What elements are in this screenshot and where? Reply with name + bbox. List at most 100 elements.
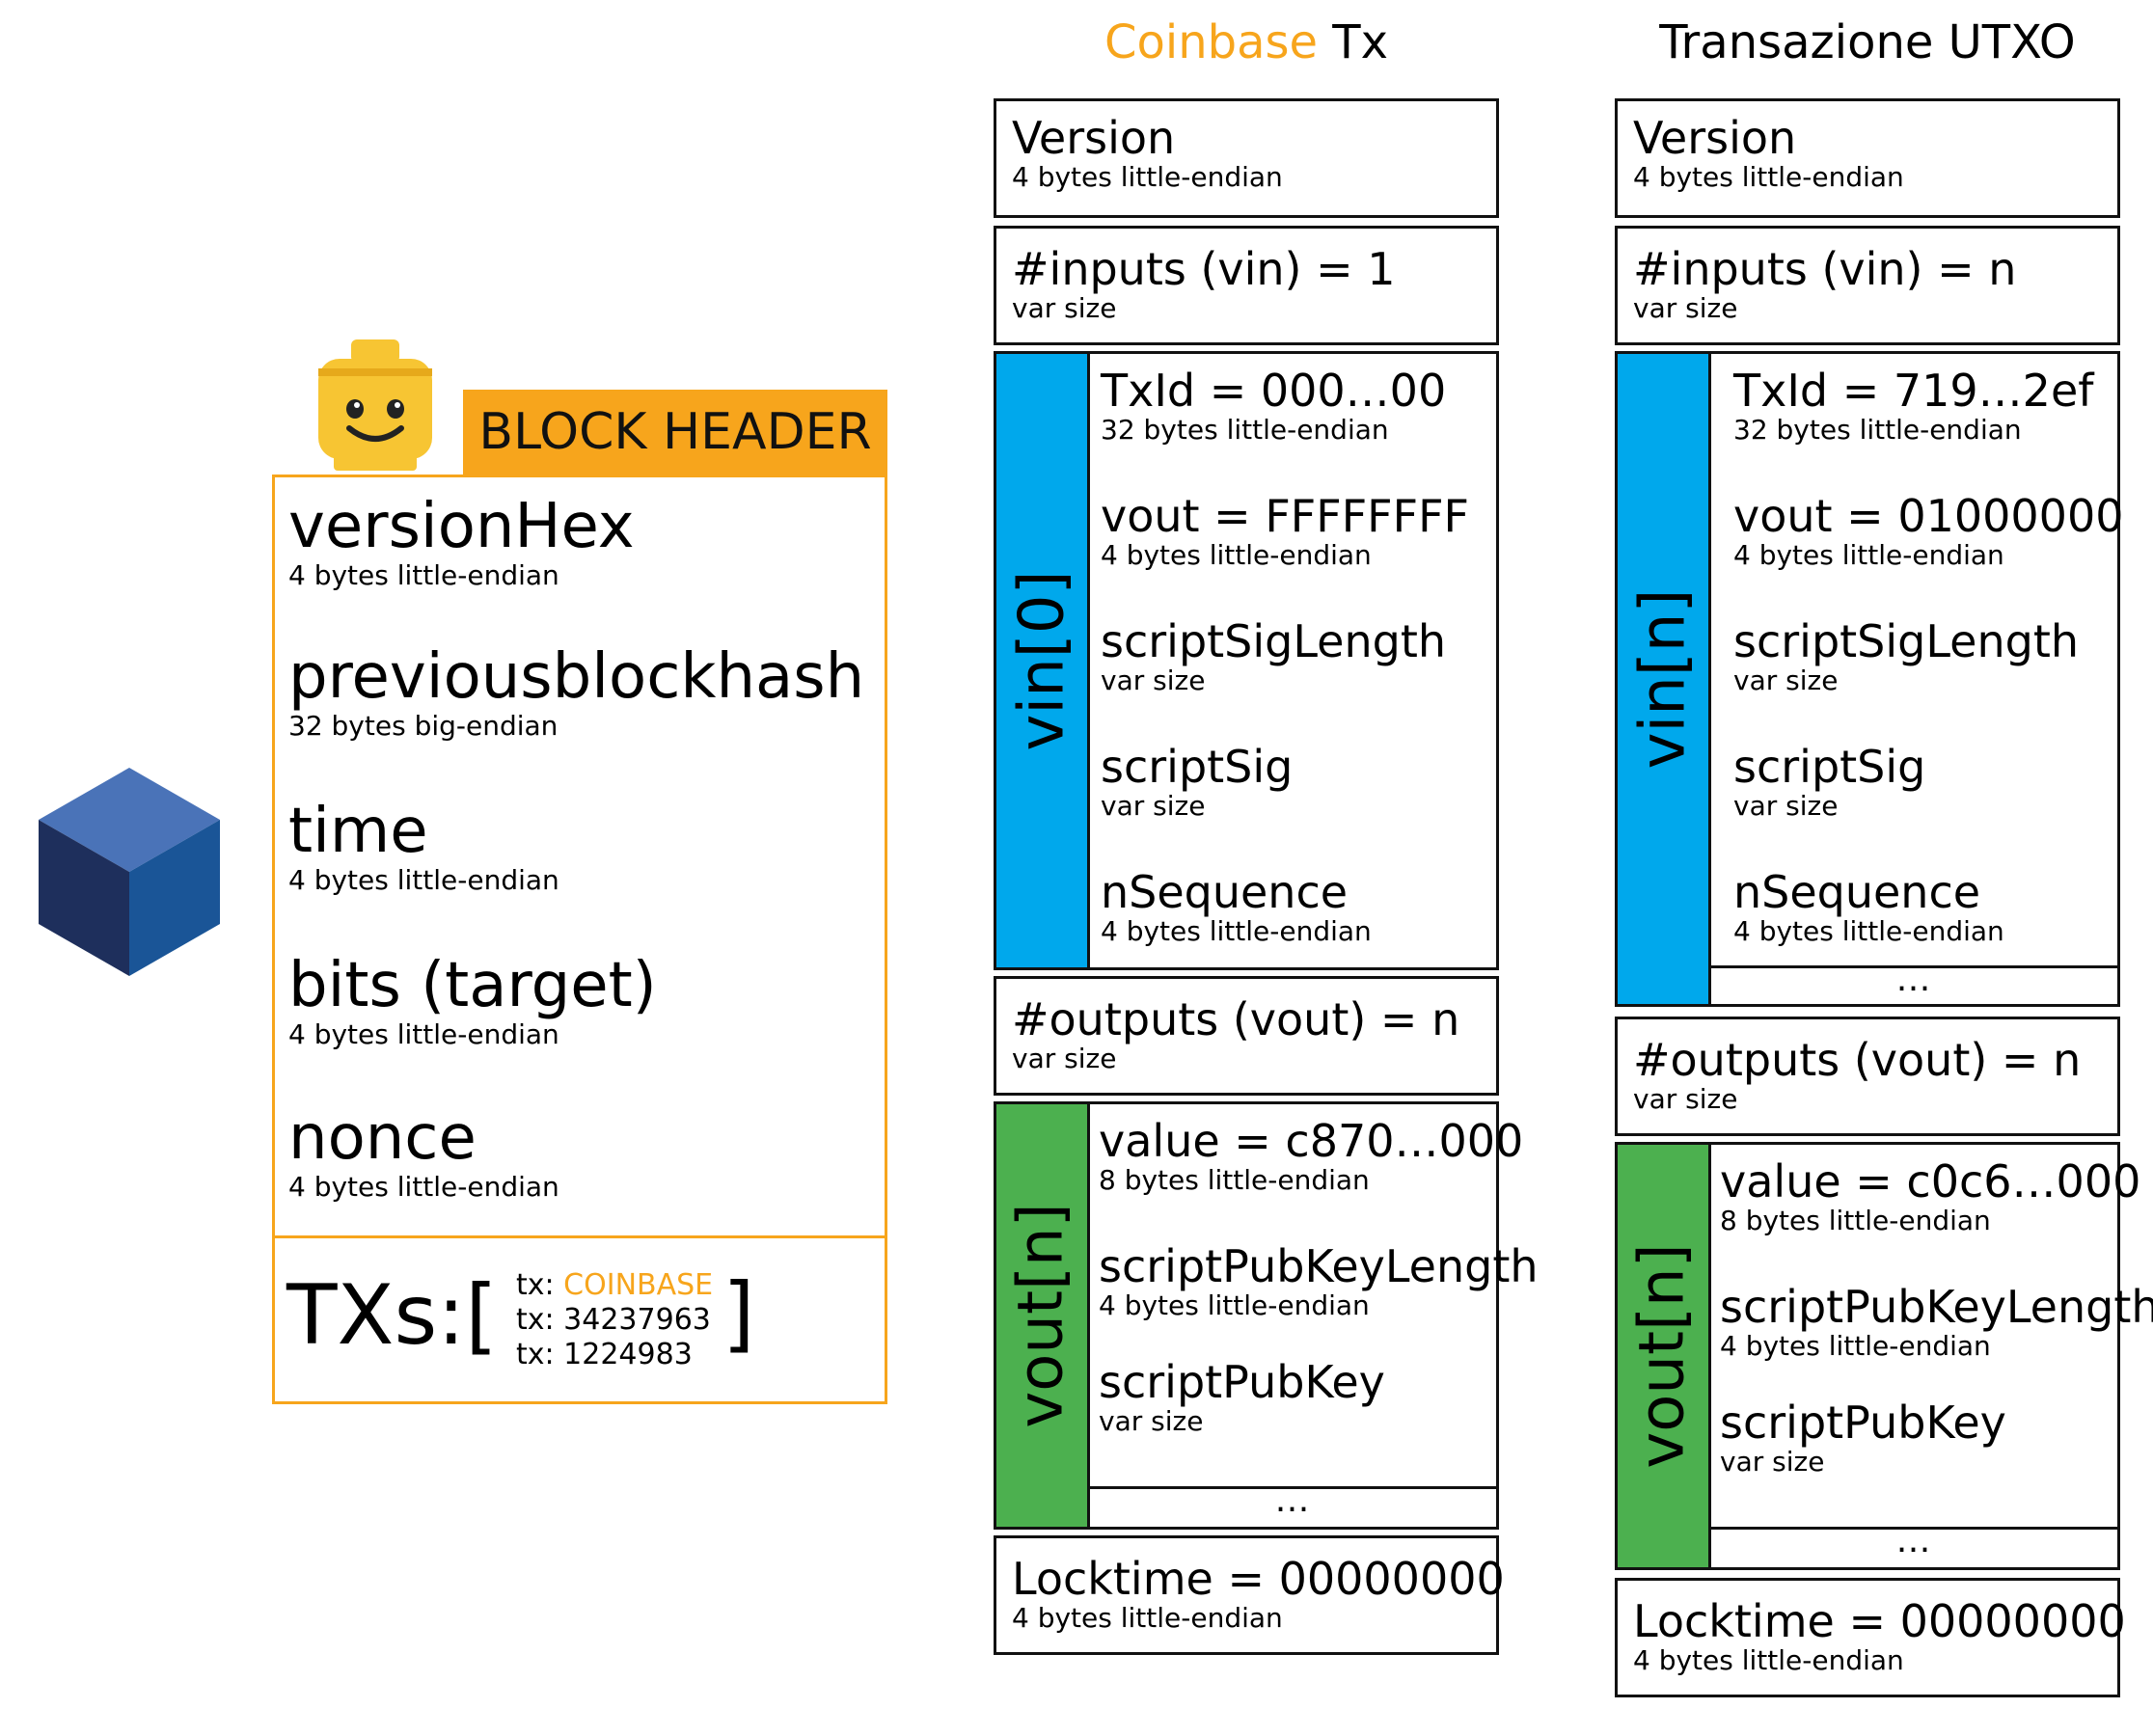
field-desc: 8 bytes little-endian xyxy=(1720,1205,1991,1237)
utxo-locktime-box: Locktime = 00000000 4 bytes little-endia… xyxy=(1615,1578,2126,1697)
field-desc: var size xyxy=(1099,1405,1204,1438)
field-name: scriptPubKey xyxy=(1099,1356,1385,1408)
coinbase-version-box: Version 4 bytes little-endian xyxy=(994,98,1499,218)
vin-field-vout: vout = FFFFFFFF 4 bytes little-endian xyxy=(1101,493,1469,570)
field-name: bits (target) xyxy=(288,950,657,1021)
txs-close-bracket: ] xyxy=(722,1265,755,1362)
tx-item: tx: 1224983 xyxy=(516,1338,713,1372)
vin-label-bar: vin[0] xyxy=(996,354,1090,967)
field-name: versionHex xyxy=(288,491,635,562)
block-header-box: versionHex 4 bytes little-endian previou… xyxy=(272,475,887,1404)
vout-field-scriptpubkeylength: scriptPubKeyLength 4 bytes little-endian xyxy=(1720,1284,2153,1361)
tx-item: tx: 34237963 xyxy=(516,1303,713,1338)
field-desc: 4 bytes little-endian xyxy=(288,1018,559,1051)
coinbase-locktime-box: Locktime = 00000000 4 bytes little-endia… xyxy=(994,1535,1505,1655)
tx-prefix: tx: xyxy=(516,1303,564,1337)
field-name: Version xyxy=(1633,112,1797,164)
tx-value: 34237963 xyxy=(563,1303,711,1337)
field-name: Locktime = 00000000 xyxy=(1633,1595,2126,1647)
coinbase-title-rest: Tx xyxy=(1318,15,1389,69)
vout-field-scriptpubkey: scriptPubKey var size xyxy=(1099,1359,1385,1436)
vin-label: vin[n] xyxy=(1627,588,1699,770)
field-name: vout = 01000000 xyxy=(1733,490,2124,542)
field-name: #outputs (vout) = n xyxy=(1012,993,1460,1045)
utxo-title: Transazione UTXO xyxy=(1659,15,2076,69)
vout-field-scriptpubkeylength: scriptPubKeyLength 4 bytes little-endian xyxy=(1099,1243,1539,1320)
field-name: scriptSigLength xyxy=(1101,615,1447,667)
tx-prefix: tx: xyxy=(516,1338,564,1371)
field-name: Version xyxy=(1012,112,1176,164)
utxo-vin-box: vin[n] TxId = 719…2ef 32 bytes little-en… xyxy=(1615,351,2123,1007)
field-name: scriptPubKey xyxy=(1720,1397,2006,1449)
field-desc: 4 bytes little-endian xyxy=(288,559,559,592)
field-desc: var size xyxy=(1101,665,1206,697)
field-name: #outputs (vout) = n xyxy=(1633,1034,2082,1086)
vout-label: vout[n] xyxy=(1006,1203,1077,1428)
field-name: #inputs (vin) = n xyxy=(1633,243,2017,295)
txs-label: TXs:[ xyxy=(286,1267,498,1364)
utxo-version-box: Version 4 bytes little-endian xyxy=(1615,98,2120,218)
vin-field-scriptsiglength: scriptSigLength var size xyxy=(1101,618,1446,695)
tx-value: 1224983 xyxy=(563,1338,693,1371)
block-header-title-bar: BLOCK HEADER xyxy=(463,390,887,475)
field-desc: 32 bytes little-endian xyxy=(1101,414,1389,447)
block-field-version: versionHex 4 bytes little-endian xyxy=(288,491,635,592)
vout-field-value: value = c870…000 8 bytes little-endian xyxy=(1099,1118,1523,1195)
block-field-bits: bits (target) 4 bytes little-endian xyxy=(288,950,657,1051)
field-name: nonce xyxy=(288,1102,477,1174)
tx-item: tx: COINBASE xyxy=(516,1268,713,1303)
field-desc: 4 bytes little-endian xyxy=(1720,1330,1991,1363)
vin-label-bar: vin[n] xyxy=(1618,354,1711,1004)
field-name: #inputs (vin) = 1 xyxy=(1012,243,1396,295)
coinbase-vout-box: vout[n] value = c870…000 8 bytes little-… xyxy=(994,1101,1539,1530)
utxo-outputs-box: #outputs (vout) = n var size xyxy=(1615,1017,2120,1136)
txs-divider xyxy=(275,1235,885,1238)
field-desc: var size xyxy=(1012,292,1117,325)
block-field-previousblockhash: previousblockhash 32 bytes big-endian xyxy=(288,641,865,743)
vout-label: vout[n] xyxy=(1627,1243,1699,1469)
field-desc: 4 bytes little-endian xyxy=(1633,1644,1904,1677)
field-desc: 4 bytes little-endian xyxy=(288,1171,559,1204)
field-name: scriptSig xyxy=(1101,741,1294,793)
vin-more-ellipsis: … xyxy=(1708,963,2120,1004)
field-name: value = c0c6…000 xyxy=(1720,1155,2141,1207)
field-name: time xyxy=(288,796,428,867)
field-desc: var size xyxy=(1633,292,1738,325)
field-desc: var size xyxy=(1633,1083,1738,1116)
field-name: previousblockhash xyxy=(288,641,865,713)
coinbase-outputs-box: #outputs (vout) = n var size xyxy=(994,976,1499,1096)
field-name: scriptSig xyxy=(1733,741,1926,793)
field-desc: 4 bytes little-endian xyxy=(1733,539,2004,572)
vout-label-bar: vout[n] xyxy=(1618,1145,1711,1567)
vout-field-value: value = c0c6…000 8 bytes little-endian xyxy=(1720,1158,2140,1235)
field-desc: 4 bytes little-endian xyxy=(1101,915,1372,948)
field-desc: var size xyxy=(1101,790,1206,823)
field-desc: 32 bytes big-endian xyxy=(288,710,559,743)
coinbase-vin-box: vin[0] TxId = 000…00 32 bytes little-end… xyxy=(994,351,1499,970)
vout-more-ellipsis: … xyxy=(1087,1483,1499,1527)
field-desc: 4 bytes little-endian xyxy=(1012,1602,1283,1635)
field-desc: var size xyxy=(1720,1446,1825,1478)
lego-head-icon xyxy=(318,339,432,471)
field-name: TxId = 000…00 xyxy=(1101,365,1447,417)
tx-value-coinbase: COINBASE xyxy=(563,1268,714,1302)
vin-field-vout: vout = 01000000 4 bytes little-endian xyxy=(1733,493,2123,570)
utxo-vout-box: vout[n] value = c0c6…000 8 bytes little-… xyxy=(1615,1142,2153,1570)
field-name: scriptPubKeyLength xyxy=(1099,1240,1539,1292)
field-name: Locktime = 00000000 xyxy=(1012,1553,1505,1605)
block-field-nonce: nonce 4 bytes little-endian xyxy=(288,1102,559,1204)
field-desc: 4 bytes little-endian xyxy=(1733,915,2004,948)
coinbase-inputs-box: #inputs (vin) = 1 var size xyxy=(994,226,1499,345)
field-desc: 4 bytes little-endian xyxy=(288,864,559,897)
field-name: nSequence xyxy=(1733,866,1981,918)
field-desc: 4 bytes little-endian xyxy=(1012,161,1283,194)
coinbase-title-highlight: Coinbase xyxy=(1104,15,1319,69)
field-name: value = c870…000 xyxy=(1099,1115,1524,1167)
field-desc: 4 bytes little-endian xyxy=(1099,1289,1370,1322)
coinbase-title: Coinbase Tx xyxy=(994,15,1499,69)
block-field-time: time 4 bytes little-endian xyxy=(288,796,559,897)
vin-field-scriptsig: scriptSig var size xyxy=(1101,744,1293,821)
field-desc: var size xyxy=(1733,665,1839,697)
field-name: TxId = 719…2ef xyxy=(1733,365,2094,417)
vout-more-ellipsis: … xyxy=(1708,1524,2120,1567)
